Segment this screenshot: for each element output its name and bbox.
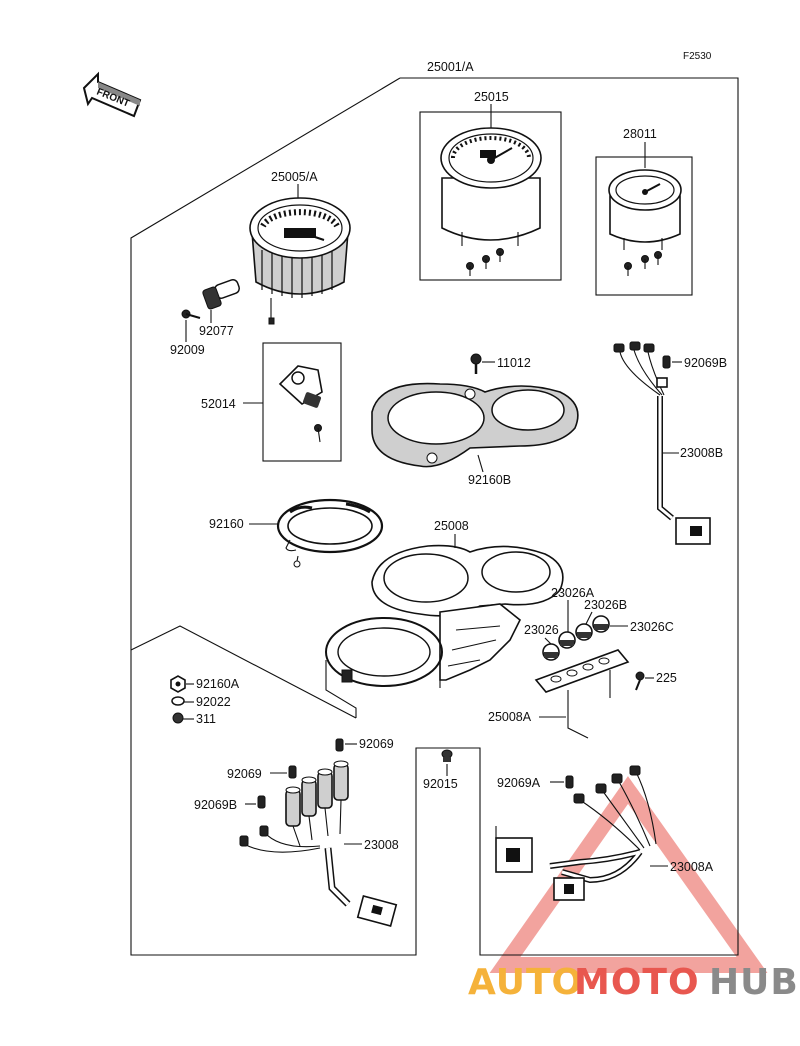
ring-92160 (276, 498, 384, 568)
nut-311 (172, 712, 184, 724)
speedo-gear-92077 (202, 278, 241, 310)
screw-225 (635, 671, 645, 691)
label-92022: 92022 (196, 695, 231, 709)
label-52014: 52014 (201, 397, 236, 411)
label-92069B-top: 92069B (684, 356, 727, 370)
sensor-52014 (278, 365, 323, 443)
bolt-11012 (470, 353, 482, 374)
svg-text:MOTO: MOTO (574, 962, 700, 1003)
svg-text:AUTO: AUTO (468, 962, 583, 1003)
grommet-92015 (441, 749, 453, 762)
plate-25008A (534, 649, 630, 739)
label-25008A: 25008A (488, 710, 532, 724)
harness-23008 (239, 760, 398, 928)
label-92009: 92009 (170, 343, 205, 357)
label-23008: 23008 (364, 838, 399, 852)
label-92015: 92015 (423, 777, 458, 791)
terminal-92069B-left (257, 795, 266, 809)
label-23026B: 23026B (584, 598, 627, 612)
label-92069-top: 92069 (359, 737, 394, 751)
label-311: 311 (196, 712, 216, 726)
label-25015: 25015 (474, 90, 509, 104)
terminal-92069-left (288, 765, 297, 779)
nut-92160A (170, 675, 186, 693)
tachometer-gauge (440, 127, 542, 276)
speedometer-gauge (249, 197, 351, 325)
label-25001A: 25001/A (427, 60, 474, 74)
sub-assembly-line (130, 625, 357, 719)
indicator-gauge (608, 169, 682, 276)
reference-code: F2530 (683, 51, 712, 62)
harness-23008A (495, 765, 657, 901)
label-23008B: 23008B (680, 446, 723, 460)
front-arrow-icon: FRONT (82, 71, 142, 118)
label-23026: 23026 (524, 623, 559, 637)
terminal-92069B-top (662, 355, 671, 369)
label-11012: 11012 (497, 356, 531, 370)
cover-92160B (371, 382, 579, 468)
terminal-92069-top (335, 738, 344, 752)
washer-92022 (171, 696, 185, 706)
indicator-gauge-box (595, 156, 693, 296)
label-92069-left: 92069 (227, 767, 262, 781)
screw-92009 (181, 309, 201, 319)
label-28011: 28011 (623, 127, 657, 141)
label-25008: 25008 (434, 519, 469, 533)
label-92069B-left: 92069B (194, 798, 237, 812)
watermark-triangle (489, 776, 768, 973)
label-92160A: 92160A (196, 677, 240, 691)
label-23008A: 23008A (670, 860, 714, 874)
label-92160B: 92160B (468, 473, 511, 487)
assembly-boundary (130, 77, 739, 956)
label-92077: 92077 (199, 324, 234, 338)
grommets-23026 (542, 615, 610, 661)
bracket-25008 (325, 544, 564, 718)
watermark-logo: AUTO MOTO HUB (468, 962, 799, 1003)
label-23026A: 23026A (551, 586, 595, 600)
sensor-box (262, 342, 342, 462)
label-25005A: 25005/A (271, 170, 318, 184)
label-225: 225 (656, 671, 677, 685)
harness-23008B (613, 341, 711, 545)
label-92069A: 92069A (497, 776, 541, 790)
svg-text:HUB: HUB (709, 962, 799, 1003)
label-23026C: 23026C (630, 620, 674, 634)
label-92160: 92160 (209, 517, 244, 531)
terminal-92069A (565, 775, 574, 789)
